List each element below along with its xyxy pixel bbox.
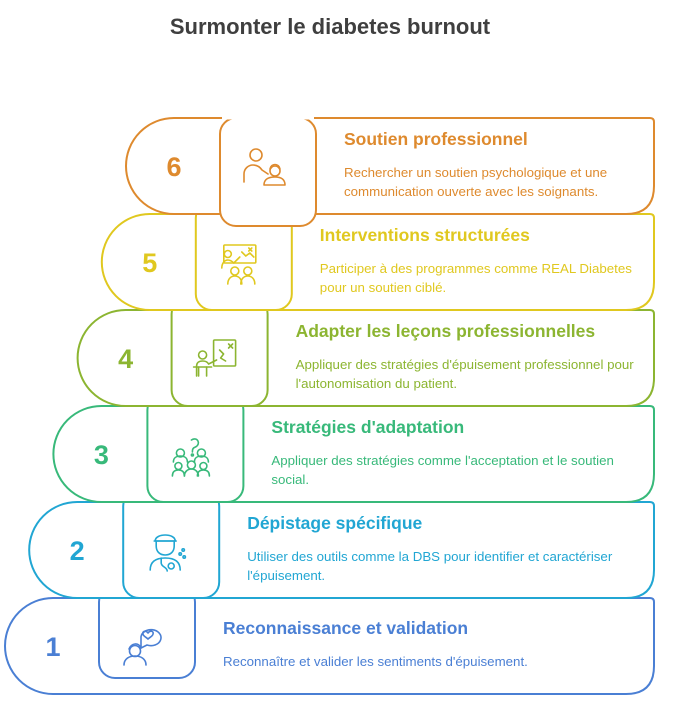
step-4-description: Appliquer des stratégies d'épuisement pr… [295, 357, 634, 391]
step-6-title: Soutien professionnel [344, 129, 528, 149]
step-4-title: Adapter les leçons professionnelles [295, 321, 596, 341]
step-2-number: 2 [70, 536, 85, 566]
step-6-number: 6 [166, 152, 181, 182]
step-6-description: Rechercher un soutien psychologique et u… [344, 165, 608, 199]
step-4-icon-tab [170, 297, 269, 407]
support-group-icon [171, 438, 211, 477]
counselor-icon [243, 148, 286, 186]
step-1: 1 [4, 585, 655, 695]
step-5-description: Participer à des programmes comme REAL D… [319, 261, 632, 295]
step-5-title: Interventions structurées [319, 225, 530, 245]
step-6-icon-tab [219, 117, 317, 227]
doctor-stethoscope-icon [149, 534, 187, 572]
step-4-number: 4 [118, 344, 133, 374]
step-2: 2 [28, 489, 655, 599]
step-4: 4 [76, 297, 655, 407]
step-5-number: 5 [142, 248, 157, 278]
presenter-board-icon [192, 339, 237, 377]
step-3-title: Stratégies d'adaptation [271, 417, 465, 437]
step-6: 6 [125, 116, 655, 227]
step-2-title: Dépistage spécifique [247, 513, 423, 533]
step-3-number: 3 [94, 440, 109, 470]
step-1-title: Reconnaissance et validation [223, 618, 469, 638]
training-group-icon [221, 244, 257, 285]
step-3-description: Appliquer des stratégies comme l'accepta… [271, 453, 614, 487]
step-2-description: Utiliser des outils comme la DBS pour id… [247, 549, 613, 583]
speech-heart-person-icon [123, 628, 162, 666]
step-2-icon-tab [122, 489, 221, 599]
step-3-icon-tab [146, 393, 245, 503]
step-1-number: 1 [45, 632, 60, 662]
step-1-description: Reconnaître et valider les sentiments d'… [223, 654, 528, 669]
diagram-title: Surmonter le diabetes burnout [169, 14, 491, 39]
step-5: 5 [100, 201, 655, 311]
